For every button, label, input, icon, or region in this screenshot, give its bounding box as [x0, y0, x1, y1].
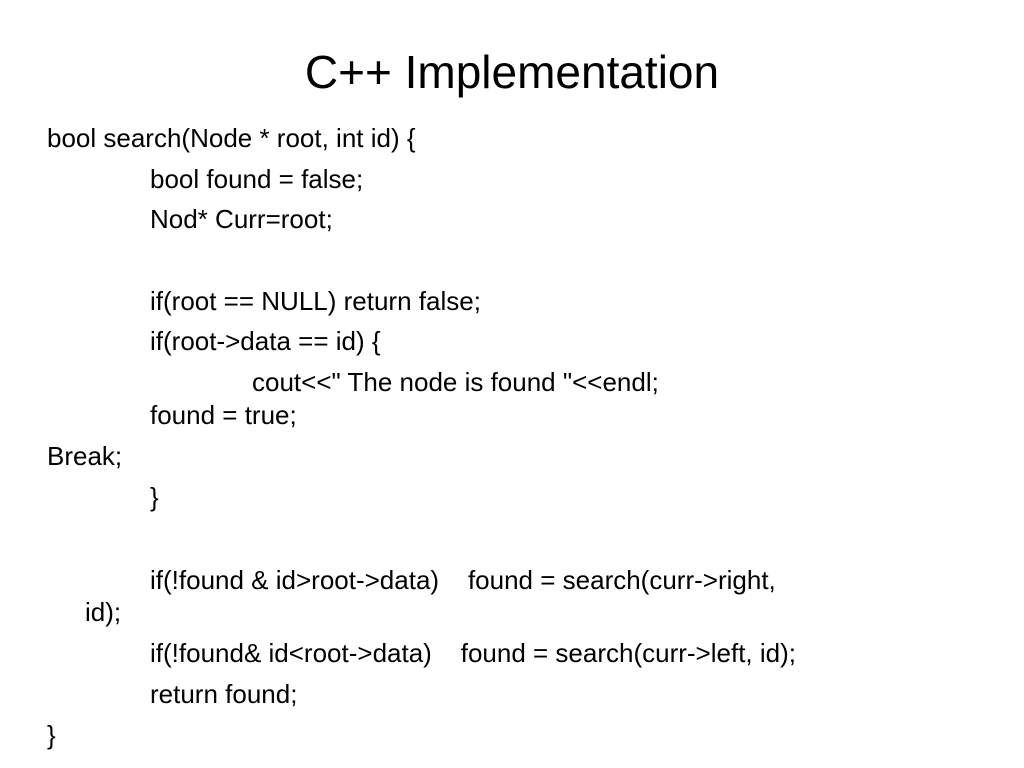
- code-line-curr-declaration: Nod* Curr=root;: [150, 204, 333, 234]
- code-line-right-search: if(!found & id>root->data) found = searc…: [150, 565, 776, 595]
- code-line-null-check: if(root == NULL) return false;: [150, 286, 481, 316]
- code-line-found-declaration: bool found = false;: [150, 164, 364, 194]
- code-line-left-search: if(!found& id<root->data) found = search…: [150, 638, 796, 668]
- code-line-close-if: }: [150, 482, 159, 512]
- code-line-found-true: found = true;: [150, 400, 297, 430]
- code-line-break: Break;: [47, 441, 123, 471]
- code-line-cout: cout<<" The node is found "<<endl;: [252, 367, 659, 397]
- code-line-close-function: }: [47, 720, 56, 750]
- slide-title: C++ Implementation: [304, 46, 720, 98]
- code-line-right-search-continued: id);: [85, 597, 122, 627]
- code-line-function-signature: bool search(Node * root, int id) {: [47, 123, 416, 153]
- code-line-data-check: if(root->data == id) {: [150, 326, 381, 356]
- code-line-return: return found;: [150, 679, 298, 709]
